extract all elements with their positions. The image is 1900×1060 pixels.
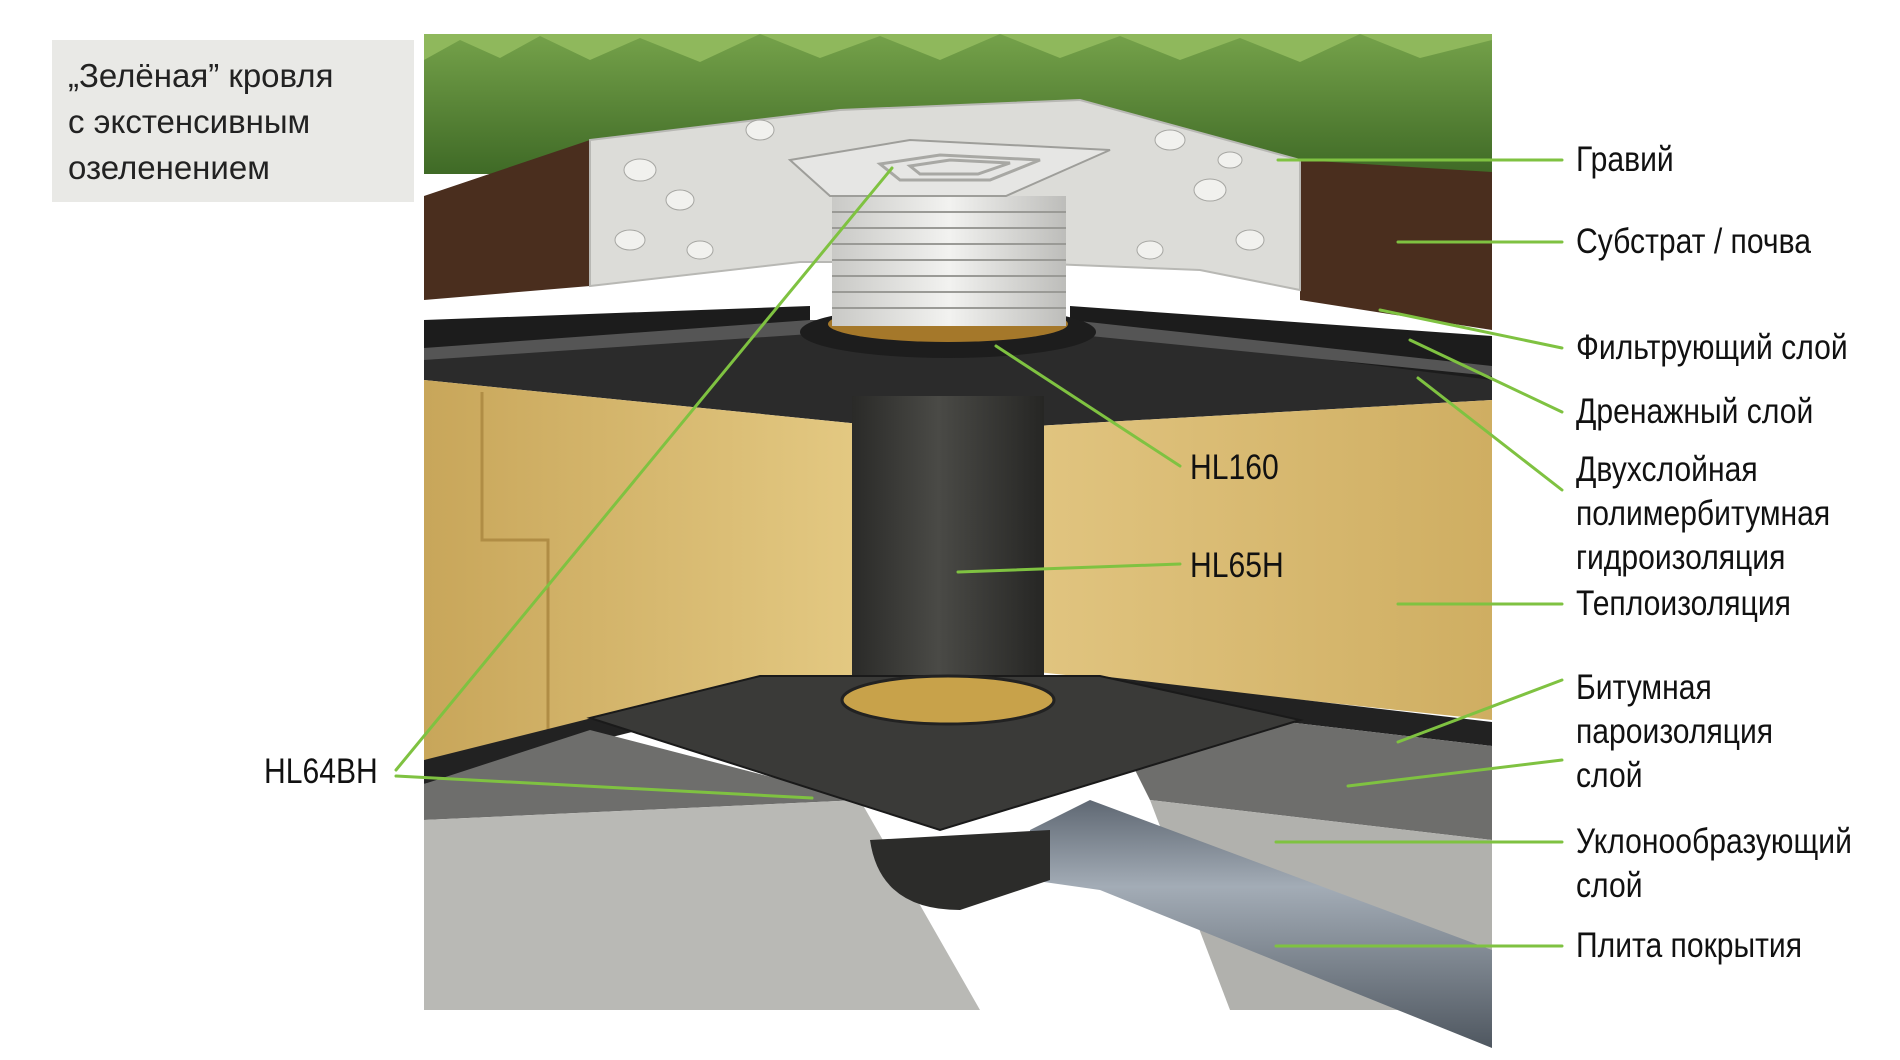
substrate-soil-right bbox=[1300, 160, 1492, 330]
label-slope-line-1: Уклонообразующий bbox=[1576, 822, 1852, 861]
label-hl64bh: HL64BH bbox=[264, 752, 378, 791]
label-hl65h: HL65H bbox=[1190, 546, 1284, 585]
title-line-1: „Зелёная” кровля bbox=[68, 57, 334, 94]
gravel-grate-slots bbox=[876, 153, 1041, 182]
leader-hl65h bbox=[956, 562, 1182, 574]
drain-body-outlet bbox=[840, 674, 1056, 726]
label-slope-line-2: слой bbox=[1576, 866, 1643, 905]
label-vapour-line-1: Битумная bbox=[1576, 668, 1712, 707]
label-waterproofing-line-2: полимербитумная bbox=[1576, 494, 1831, 533]
leader-hl64bh-b bbox=[394, 774, 814, 800]
label-filter: Фильтрующий слой bbox=[1576, 328, 1848, 367]
title-line-2: с экстенсивным bbox=[68, 103, 311, 140]
gravel-texture bbox=[614, 119, 1265, 260]
label-insulation: Теплоизоляция bbox=[1576, 584, 1791, 623]
drain-body-flange bbox=[586, 675, 1304, 832]
insulation-board-seam bbox=[480, 392, 550, 748]
label-waterproofing-line-1: Двухслойная bbox=[1576, 450, 1758, 489]
insulation-right bbox=[1000, 400, 1492, 720]
leader-waterproofing bbox=[1416, 376, 1564, 492]
leader-vapour-2 bbox=[1346, 758, 1564, 788]
leader-hl64bh-a bbox=[394, 166, 894, 772]
leader-drainage bbox=[1408, 338, 1564, 414]
label-vapour-line-2: пароизоляция bbox=[1576, 712, 1774, 751]
label-waterproofing-line-3: гидроизоляция bbox=[1576, 538, 1786, 577]
label-slab: Плита покрытия bbox=[1576, 926, 1803, 965]
gravel-grate bbox=[787, 138, 1111, 197]
filter-layer bbox=[424, 320, 1492, 376]
title-box: „Зелёная” кровля с экстенсивным озеленен… bbox=[52, 40, 414, 202]
slope-layer-left bbox=[424, 730, 860, 820]
outlet-elbow bbox=[870, 830, 1050, 910]
concrete-slab-left bbox=[424, 800, 980, 1010]
outlet-pipe bbox=[1030, 800, 1492, 1048]
label-substrate: Субстрат / почва bbox=[1576, 222, 1812, 261]
leader-filter bbox=[1378, 308, 1564, 350]
waterproofing-membrane bbox=[424, 334, 1492, 432]
leader-vapour bbox=[1396, 678, 1564, 744]
riser-pipe bbox=[852, 396, 1044, 726]
label-gravel: Гравий bbox=[1576, 140, 1674, 179]
substrate-soil-left bbox=[424, 140, 590, 300]
leader-hl160 bbox=[994, 344, 1182, 468]
label-vapour-line-3: слой bbox=[1576, 756, 1643, 795]
label-hl160: HL160 bbox=[1190, 448, 1279, 487]
leader-lines bbox=[394, 158, 1564, 948]
drain-extension-grooves bbox=[832, 211, 1066, 309]
insulation-left bbox=[424, 380, 900, 760]
title-line-3: озеленением bbox=[68, 149, 270, 186]
label-drainage: Дренажный слой bbox=[1576, 392, 1814, 431]
